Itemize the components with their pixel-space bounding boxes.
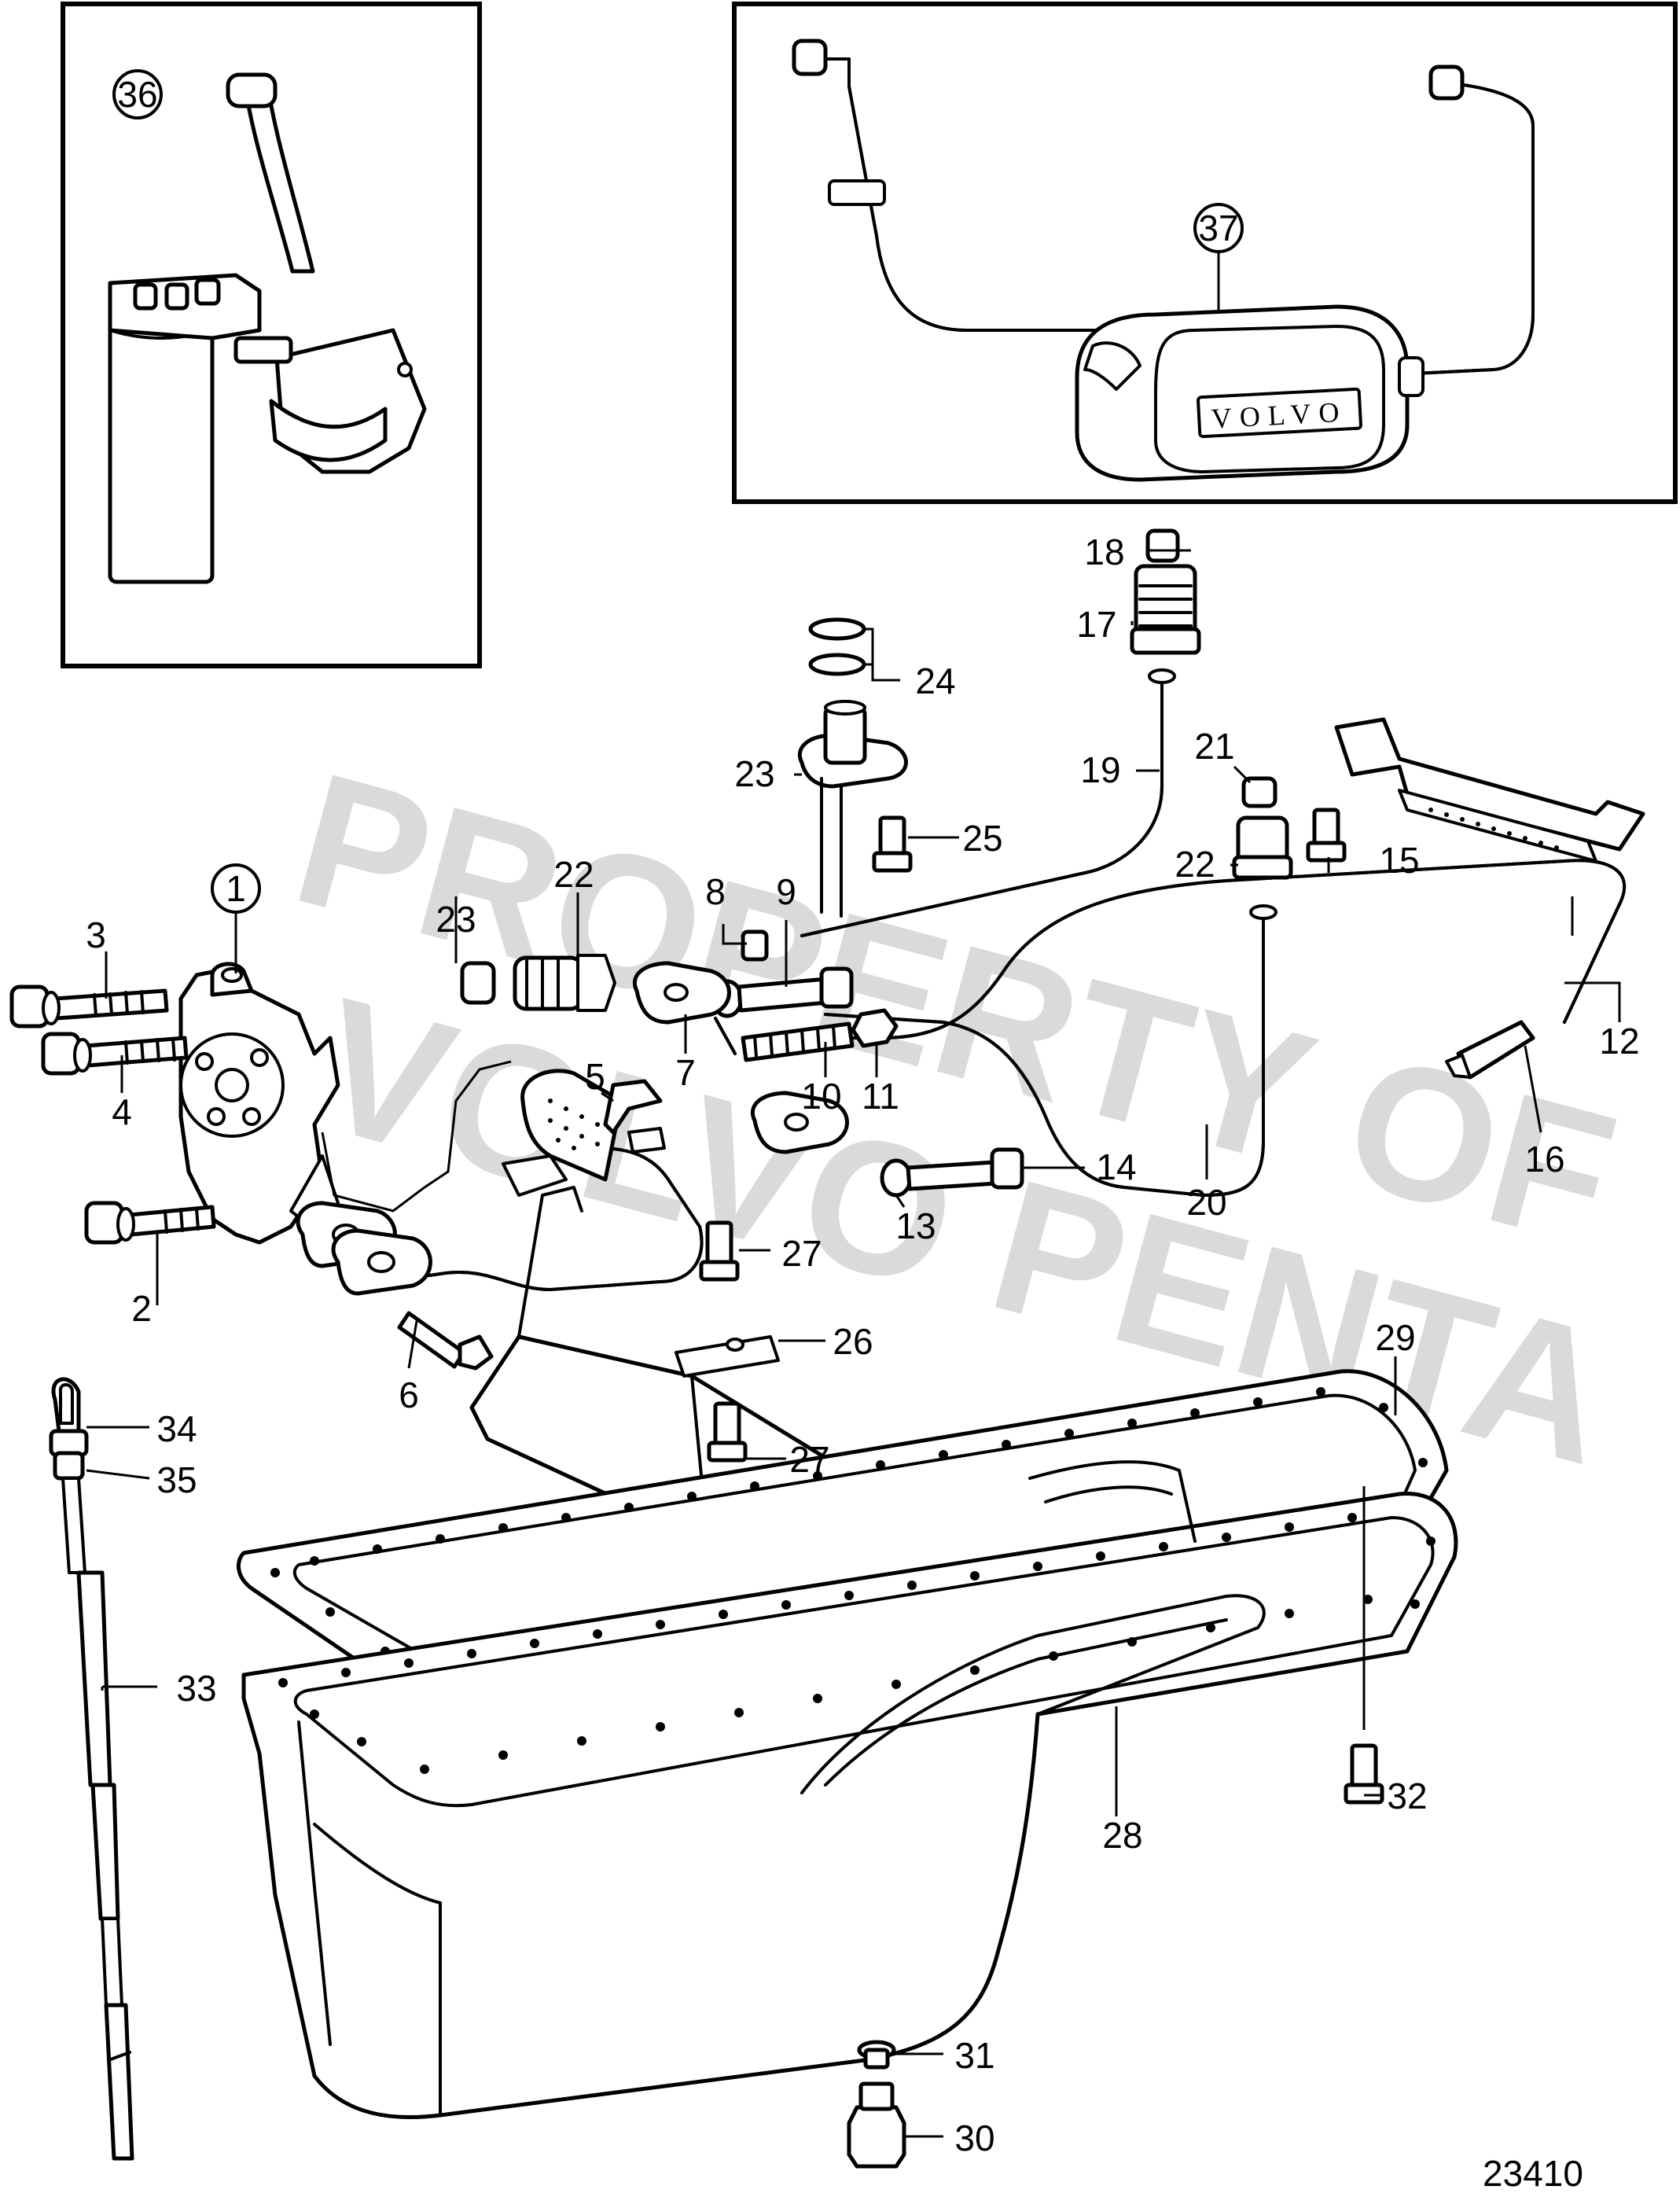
part-24-washer-lower <box>808 653 866 676</box>
callout-15: 15 <box>1379 840 1419 881</box>
callout-25: 25 <box>962 818 1002 859</box>
part-32-screw <box>1344 1743 1384 1805</box>
callout-labels: 1 2 3 4 5 6 7 8 9 10 11 12 13 14 15 16 1… <box>86 532 1639 2158</box>
part-3-screw <box>9 984 169 1029</box>
inset-left-ref-label: 36 <box>117 74 157 115</box>
callout-22b: 22 <box>1175 844 1215 885</box>
callout-24: 24 <box>915 661 955 701</box>
part-18-plug <box>1145 528 1180 563</box>
callout-10: 10 <box>801 1076 841 1117</box>
callout-7: 7 <box>675 1052 696 1093</box>
callout-32: 32 <box>1387 1776 1427 1816</box>
callout-28: 28 <box>1102 1815 1142 1856</box>
callout-23b: 23 <box>734 753 774 794</box>
callout-30: 30 <box>954 2118 994 2158</box>
callout-29: 29 <box>1375 1317 1415 1358</box>
part-21-plug <box>1241 776 1277 808</box>
part-22a-nipple <box>513 955 584 1011</box>
watermark: PROPERTY OF VOLVO PENTA <box>277 732 1634 1504</box>
part-1-oil-pump <box>178 962 340 1245</box>
part-2-screw <box>84 1201 216 1245</box>
part-4-screw <box>41 1032 189 1076</box>
figure-number: 23410 <box>1483 2153 1583 2194</box>
callout-11: 11 <box>862 1076 899 1117</box>
callout-34: 34 <box>156 1408 197 1449</box>
cooler-brand-plate: VOLVO <box>1211 396 1348 435</box>
pan-bolt-holes <box>278 1513 1436 1774</box>
callout-35: 35 <box>156 1459 197 1500</box>
callout-17: 17 <box>1076 604 1116 645</box>
inset-left-ref-circle <box>112 69 163 120</box>
callout-6: 6 <box>399 1374 419 1415</box>
callout-26: 26 <box>833 1321 873 1362</box>
callout-16: 16 <box>1524 1139 1564 1179</box>
part-27a-screw <box>699 1220 740 1282</box>
part-30-drain-plug <box>847 2105 906 2169</box>
callout-27b: 27 <box>789 1439 829 1480</box>
part-14-screw <box>906 1160 998 1191</box>
callout-21: 21 <box>1194 726 1234 767</box>
callout-1: 1 <box>226 868 246 909</box>
part-33-dipstick <box>49 1377 134 2161</box>
callout-2: 2 <box>131 1288 152 1329</box>
callout-19: 19 <box>1080 749 1120 790</box>
callout-1-circle <box>211 863 261 914</box>
part-8-sleeve <box>741 929 769 962</box>
callout-18: 18 <box>1084 532 1124 572</box>
callout-leaders <box>86 549 1621 2138</box>
callout-13: 13 <box>895 1205 936 1246</box>
part-13-washer <box>880 1158 913 1198</box>
callout-5: 5 <box>585 1056 605 1097</box>
callout-20: 20 <box>1186 1182 1226 1223</box>
callout-27a: 27 <box>781 1233 822 1274</box>
inset-right-oil-cooler: 37 VOLVO <box>732 2 1678 504</box>
part-9-screw <box>737 977 829 1013</box>
inset-right-ref-label: 37 <box>1198 208 1238 248</box>
part-11-nut <box>851 1008 899 1048</box>
part-23a-plug <box>460 961 496 1005</box>
part-24-washer-upper <box>808 617 866 641</box>
callout-23a: 23 <box>436 899 476 940</box>
inset-left-oil-filter-pump: 36 <box>61 2 482 668</box>
part-12-bracket <box>1334 717 1645 852</box>
part-27b-screw <box>707 1401 748 1463</box>
callout-8: 8 <box>705 871 726 912</box>
callout-31: 31 <box>954 2035 994 2076</box>
callout-9: 9 <box>776 871 796 912</box>
callout-3: 3 <box>86 914 106 955</box>
callout-12: 12 <box>1599 1021 1639 1062</box>
main-exploded-view <box>9 528 1645 2169</box>
callout-4: 4 <box>112 1091 132 1132</box>
callout-14: 14 <box>1096 1146 1136 1187</box>
callout-33: 33 <box>176 1668 216 1709</box>
callout-22a: 22 <box>553 854 594 895</box>
